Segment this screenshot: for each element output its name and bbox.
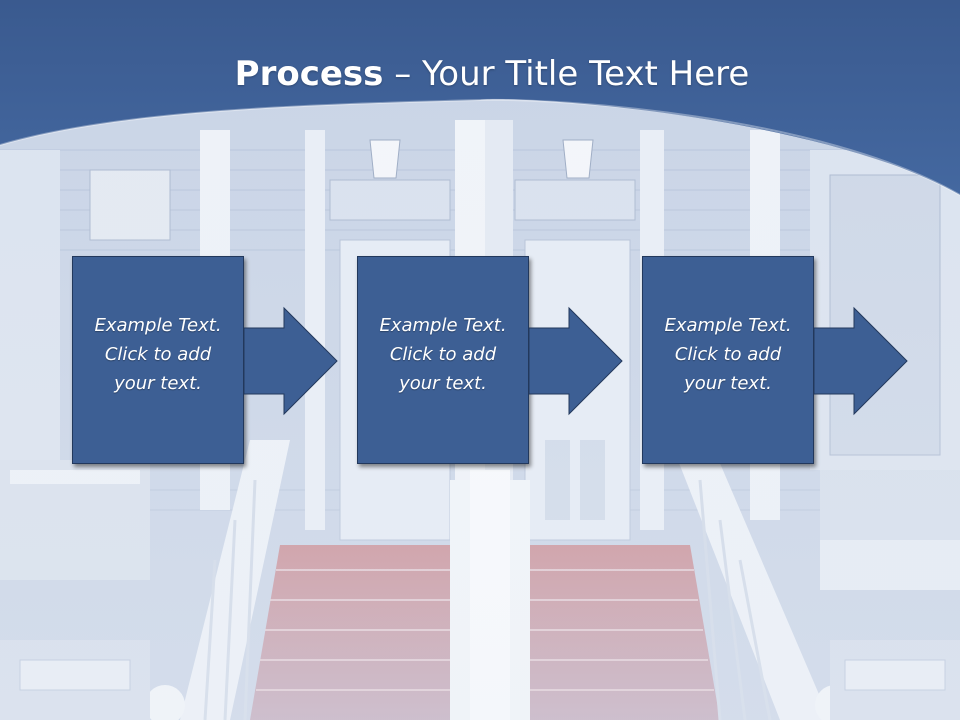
title-rest: Your Title Text Here xyxy=(422,54,750,94)
arrow-right-icon xyxy=(814,306,908,416)
step-1-text[interactable]: Example Text. Click to add your text. xyxy=(94,314,222,394)
step-3-text[interactable]: Example Text. Click to add your text. xyxy=(664,314,792,394)
header-band xyxy=(0,0,960,195)
process-step-3[interactable]: Example Text. Click to add your text. xyxy=(642,256,814,464)
title-separator: – xyxy=(394,54,412,94)
arrow-right-icon xyxy=(244,306,338,416)
slide-title[interactable]: Process – Your Title Text Here xyxy=(0,52,960,96)
process-step-2[interactable]: Example Text. Click to add your text. xyxy=(357,256,529,464)
process-step-1[interactable]: Example Text. Click to add your text. xyxy=(72,256,244,464)
step-2-text[interactable]: Example Text. Click to add your text. xyxy=(379,314,507,394)
title-bold: Process xyxy=(234,54,384,94)
arrow-right-icon xyxy=(529,306,623,416)
